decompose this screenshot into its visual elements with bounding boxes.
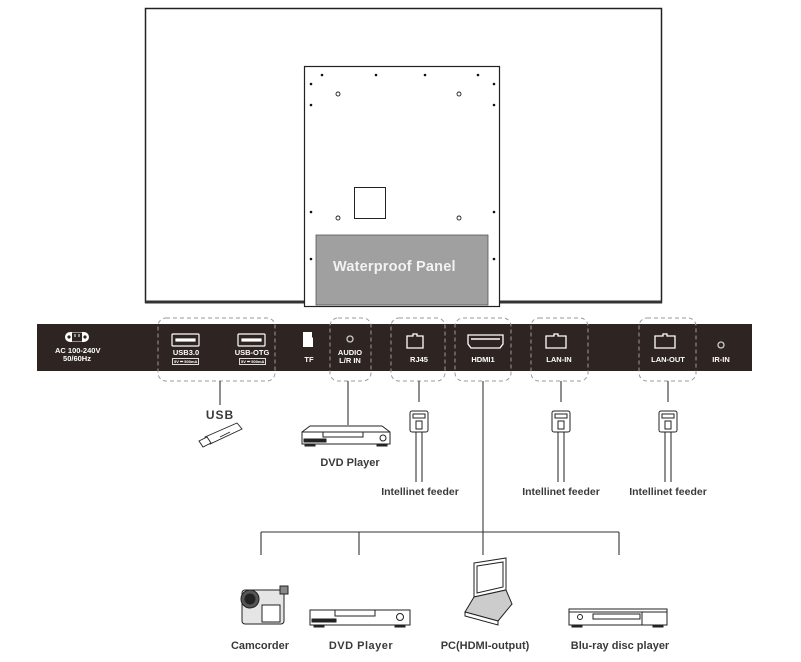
usb-stick-icon	[198, 422, 243, 448]
ir-jack-icon	[717, 341, 725, 349]
rj45-plug-icon-1	[409, 410, 429, 482]
power-voltage-label: AC 100-240V	[55, 346, 101, 355]
audio-jack-icon	[346, 335, 354, 343]
lan-in-port-icon	[545, 333, 567, 349]
lan-out-port-icon	[654, 333, 676, 349]
hdmi-port-icon	[467, 334, 504, 349]
power-socket-icon	[65, 332, 89, 342]
waterproof-panel-label: Waterproof Panel	[333, 259, 456, 275]
port-group-outlines	[157, 317, 697, 382]
usb3-rating-label: 5V ⎓ 500mA	[172, 358, 200, 365]
connector-lines	[219, 381, 669, 555]
usb-otg-port-icon	[237, 333, 266, 347]
hdmi1-port-label: HDMI1	[471, 355, 495, 364]
usb-device-label: USB	[205, 408, 235, 422]
usb3-port-label: USB3.0	[172, 348, 200, 357]
pc-hdmi-output-label: PC(HDMI-output)	[440, 640, 530, 652]
ir-in-port-label: IR-IN	[712, 355, 730, 364]
usb3-port-icon	[171, 333, 200, 347]
usb-otg-port-label: USB-OTG	[234, 348, 270, 357]
camcorder-icon	[240, 585, 289, 625]
laptop-icon	[464, 557, 513, 626]
usb-otg-rating-label: 5V ⎓ 500mA	[239, 358, 267, 365]
bluray-player-icon	[568, 608, 668, 628]
dvd-player-icon	[301, 425, 391, 447]
vesa-square	[354, 187, 386, 219]
tf-port-label: TF	[304, 355, 314, 364]
power-port-label: AC 100-240V 50/60Hz	[55, 346, 101, 363]
dvd-player-icon-2	[309, 609, 411, 628]
io-strip	[37, 324, 752, 371]
lan-in-port-label: LAN-IN	[546, 355, 572, 364]
dvd-player-hdmi-label: DVD Player	[328, 640, 394, 652]
dvd-player-audio-label: DVD Player	[320, 457, 380, 469]
rj45-port-label: RJ45	[410, 355, 428, 364]
bluray-player-label: Blu-ray disc player	[570, 640, 670, 652]
intellinet-feeder-lan-out-label: Intellinet feeder	[629, 486, 707, 498]
sd-card-icon	[303, 332, 313, 347]
lan-out-port-label: LAN-OUT	[651, 355, 685, 364]
camcorder-label: Camcorder	[230, 640, 290, 652]
power-frequency-label: 50/60Hz	[63, 354, 91, 363]
screw-holes	[309, 73, 496, 261]
intellinet-feeder-lan-in-label: Intellinet feeder	[522, 486, 600, 498]
rj45-port-icon	[406, 333, 424, 349]
audio-port-label: AUDIO L/R IN	[331, 349, 369, 365]
mounting-bracket	[303, 65, 501, 308]
audio-label-line1: AUDIO	[337, 348, 363, 357]
waterproof-panel	[315, 234, 489, 306]
rj45-plug-icon-2	[551, 410, 571, 482]
audio-label-line2: L/R IN	[339, 356, 361, 365]
intellinet-feeder-rj45-label: Intellinet feeder	[381, 486, 459, 498]
rj45-plug-icon-3	[658, 410, 678, 482]
